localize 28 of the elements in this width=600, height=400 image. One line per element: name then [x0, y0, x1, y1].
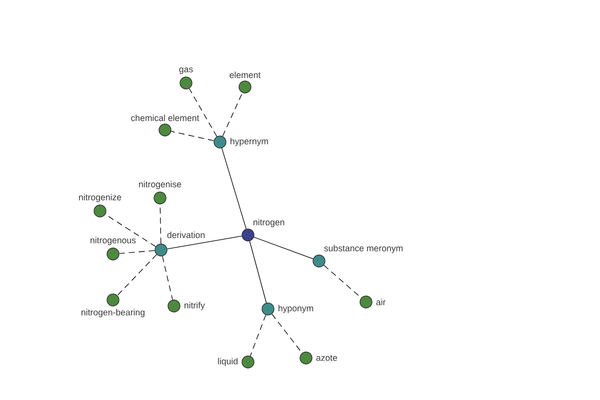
node-label: hyponym: [278, 304, 314, 314]
node-label: air: [376, 298, 386, 306]
dashed-connector: [272, 314, 302, 354]
node-label: substance meronym: [324, 244, 403, 254]
node-label: derivation: [167, 232, 205, 238]
dashed-connector: [250, 314, 266, 356]
node-label: gas: [179, 68, 193, 74]
node-label: nitrogen-bearing: [82, 308, 144, 318]
dashed-connector: [117, 254, 157, 296]
dashed-connector: [118, 250, 156, 254]
node-label: azote: [316, 355, 338, 361]
connector: [249, 240, 267, 304]
node-label: nitrogen: [254, 218, 284, 228]
node-label: chemical element: [131, 114, 200, 122]
dashed-connector: [222, 92, 243, 137]
node-label: hypernym: [230, 138, 268, 146]
node-label: liquid: [218, 358, 238, 366]
connector: [254, 236, 314, 260]
node-label: nitrogenise: [139, 180, 182, 190]
node-label: element: [230, 72, 261, 78]
dashed-connector: [188, 88, 218, 137]
node-label: nitrogenize: [79, 194, 122, 202]
node-label: nitrify: [184, 302, 205, 310]
connector: [222, 148, 246, 230]
connector: [166, 236, 242, 250]
dashed-connector: [170, 131, 214, 141]
node-label: nitrogenous: [90, 236, 136, 246]
dashed-connector: [162, 256, 173, 300]
